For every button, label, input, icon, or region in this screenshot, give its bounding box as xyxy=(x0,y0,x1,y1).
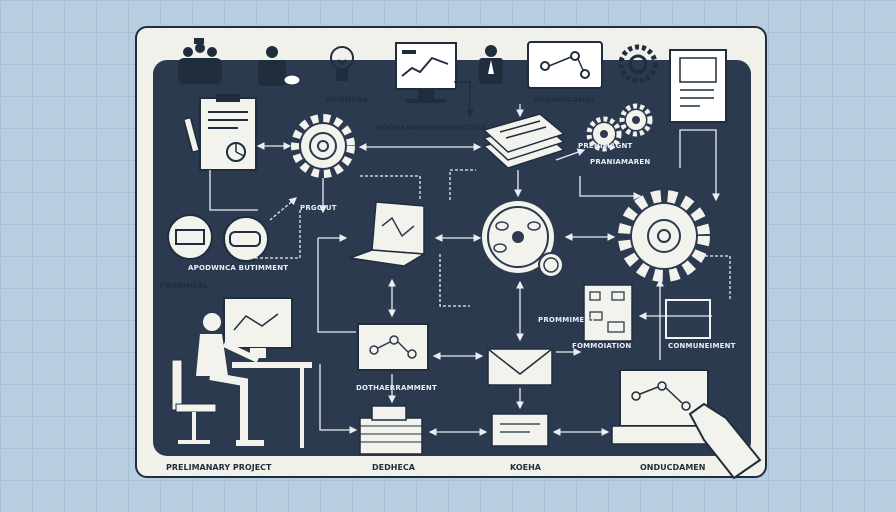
flowchart-doc-icon xyxy=(583,284,633,342)
frame-box-icon xyxy=(665,299,711,339)
worker-icon xyxy=(258,46,301,86)
bottom-label-preliminary-project: PRELIMANARY PROJECT xyxy=(166,463,272,472)
gear-process-icon xyxy=(291,114,355,178)
hand-pointer-icon xyxy=(688,402,762,480)
card-device-icon-left xyxy=(167,214,213,260)
label-commitment: CONMUNEIMENT xyxy=(668,342,736,350)
businessman-icon xyxy=(479,45,503,84)
pen-icon xyxy=(182,116,201,154)
label-ore-top: ORENMIGAMAL xyxy=(534,96,596,104)
bottom-label-koeha: KOEHA xyxy=(510,463,541,472)
small-gears-icon xyxy=(586,103,653,152)
label-appointment: APODWNCA BUTIMMENT xyxy=(188,264,289,272)
monitor-chart-icon xyxy=(395,42,457,103)
label-documentation: DOOOSAMEMMMENGUTIGE xyxy=(376,124,487,132)
team-icon xyxy=(178,38,222,84)
label-preliminary: PRENIMAGNT xyxy=(578,142,633,150)
label-top-center: DRMMEGA xyxy=(326,96,369,104)
magnifier-icon xyxy=(538,252,564,278)
envelope-icon xyxy=(487,348,553,386)
laptop-icon xyxy=(349,201,427,267)
report-document-icon xyxy=(669,49,727,123)
label-formation: FOMMOIATION xyxy=(572,342,632,350)
label-product: PRGOIUT xyxy=(300,204,337,212)
document-stack-icon xyxy=(482,113,566,169)
lightbulb-icon xyxy=(330,46,354,81)
note-card-icon xyxy=(491,413,549,447)
tablet-diagram-icon xyxy=(527,41,603,89)
whiteboard-diagram-icon xyxy=(357,323,429,371)
clipboard-checklist-icon xyxy=(199,94,257,171)
connector-lines xyxy=(209,104,731,436)
bottom-label-dedheca: DEDHECA xyxy=(372,463,415,472)
gear-icon-top xyxy=(618,44,658,84)
bottom-label-onducdamen: ONDUCDAMEN xyxy=(640,463,706,472)
label-document-bottom: DOTHAERRAMMENT xyxy=(356,384,437,392)
connector-lines-top xyxy=(454,81,474,118)
person-at-computer-icon xyxy=(171,297,312,448)
label-personal: PRNNIMCAL xyxy=(160,282,209,290)
process-hub-icon xyxy=(482,201,554,273)
label-prelim-mid: PRANIAMAREN xyxy=(590,158,651,166)
card-device-icon-right xyxy=(223,216,269,262)
paper-stack-icon xyxy=(359,405,423,455)
large-gear-icon xyxy=(618,190,710,282)
label-prominent: PROMMIMENT xyxy=(538,316,596,324)
